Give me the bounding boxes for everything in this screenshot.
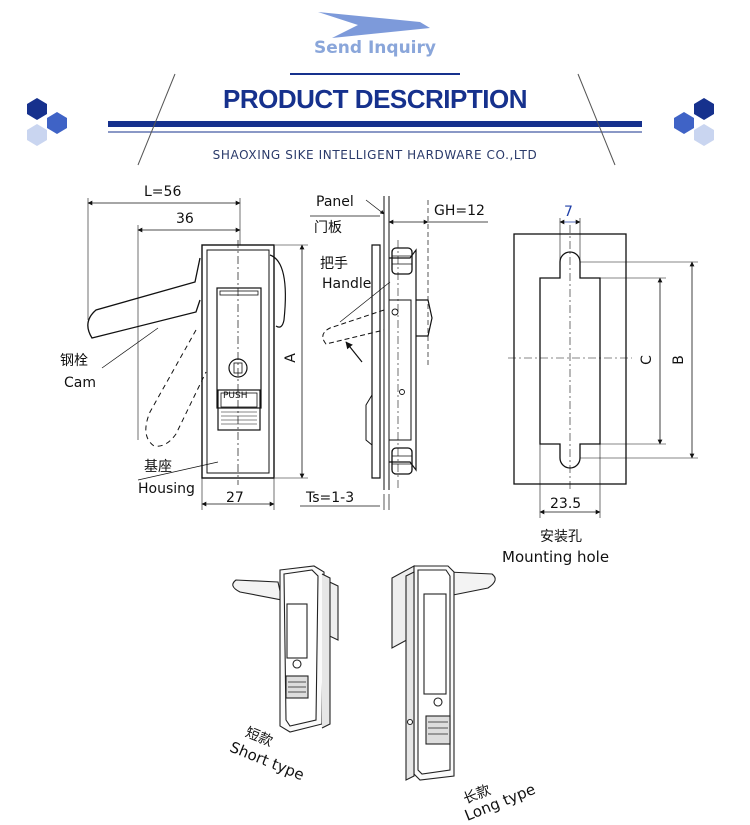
dim-C: C [638,355,655,365]
dim-Ts: Ts=1-3 [306,490,355,506]
panel-label-cn: 门板 [314,220,342,236]
company-name: SHAOXING SIKE INTELLIGENT HARDWARE CO.,L… [212,148,538,162]
send-inquiry-arrow-icon [318,12,430,38]
dim-36: 36 [176,211,194,227]
dim-23-5: 23.5 [550,496,582,512]
panel-label-en: Panel [316,194,354,210]
dim-27: 27 [226,490,244,506]
side-view-drawing [300,196,488,510]
dim-L: L=56 [144,184,182,200]
page-title: PRODUCT DESCRIPTION [223,84,527,114]
right-slant-line [577,73,616,166]
dim-A: A [282,353,299,363]
mounting-hole-drawing [508,218,698,518]
left-hexagon-icon [27,98,67,146]
handle-label-cn: 把手 [320,256,348,272]
right-hexagon-icon [674,98,714,146]
short-type-product-illustration [232,565,339,733]
title-bottom-bar [108,121,642,127]
housing-label-en: Housing [138,481,195,497]
push-button-text: PUSH [223,391,248,401]
dim-B: B [670,355,687,365]
mounting-hole-label-en: Mounting hole [502,548,610,566]
housing-label-cn: 基座 [144,459,172,475]
dim-7: 7 [564,204,573,220]
cam-label-en: Cam [64,375,96,391]
cam-label-cn: 钢栓 [60,353,88,369]
dim-GH: GH=12 [434,203,485,219]
send-inquiry-link[interactable]: Send Inquiry [314,38,436,58]
left-slant-line [137,73,176,166]
mounting-hole-label-cn: 安装孔 [540,529,582,545]
long-type-product-illustration [391,565,496,781]
handle-label-en: Handle [322,276,372,292]
front-view-drawing [87,198,308,510]
